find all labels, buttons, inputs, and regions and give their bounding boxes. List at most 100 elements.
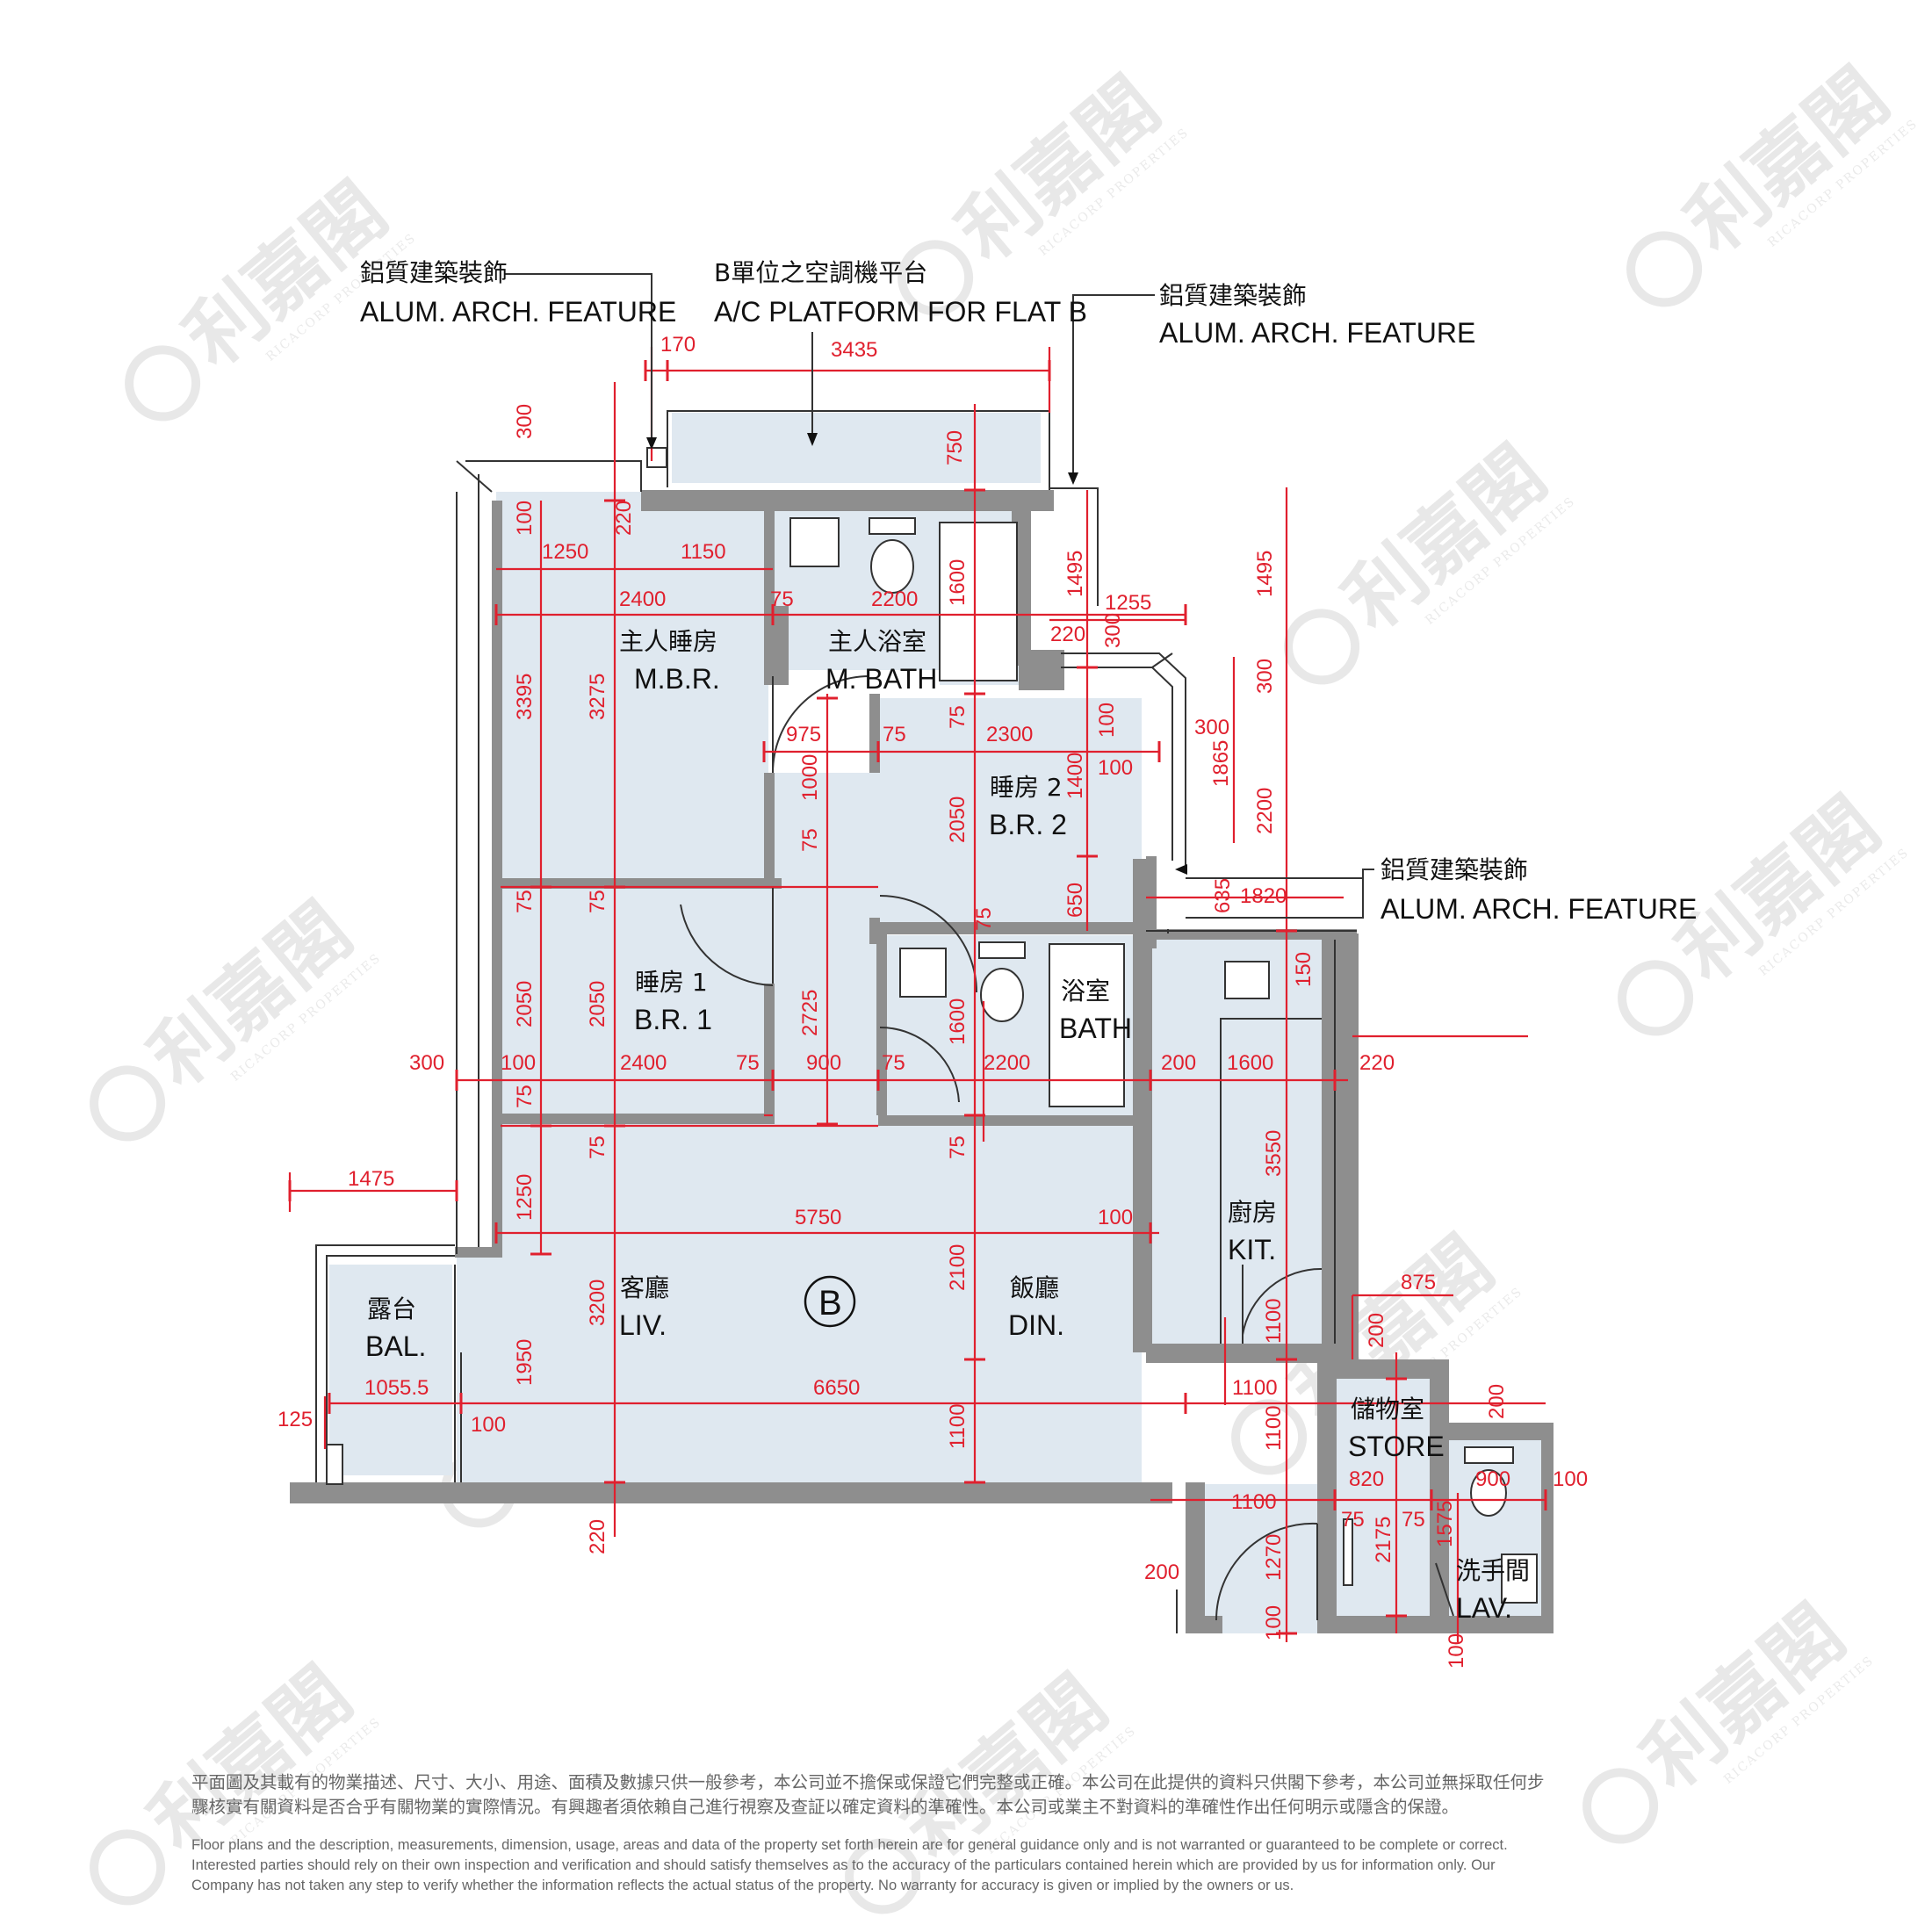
dim-label: 100: [513, 501, 537, 536]
room-lav-cn: 洗手間: [1456, 1556, 1530, 1585]
dim-label: 2050: [946, 797, 970, 843]
entrance-door-swing: [1215, 1522, 1318, 1621]
wall-west-inner: [492, 501, 502, 1256]
room-br2-en: B.R. 2: [989, 809, 1067, 840]
note-alum-en-3: ALUM. ARCH. FEATURE: [1381, 893, 1697, 925]
dim-label: 75: [513, 1085, 537, 1108]
ac-platform-floor: [672, 413, 1041, 483]
wall-entrance-bottom: [1186, 1616, 1222, 1633]
wall-br2-bottom: [878, 922, 1142, 934]
dim-label: 200: [1365, 1313, 1388, 1348]
dim-label: 75: [946, 705, 970, 729]
alum-feature-box: [646, 447, 667, 468]
dim-label: 1600: [1227, 1051, 1273, 1075]
room-liv-en: LIV.: [619, 1309, 667, 1341]
wall-mbath-stub: [764, 606, 789, 685]
mbath-basin: [789, 517, 840, 567]
wall-lav-right: [1541, 1423, 1554, 1633]
dim-label: 635: [1211, 878, 1235, 913]
leader-alum-1: [505, 273, 652, 439]
kitchen-counter: [1220, 1018, 1322, 1344]
wall-br2-corner: [1019, 650, 1064, 690]
notes: 鋁質建築裝飾 ALUM. ARCH. FEATURE B單位之空調機平台 A/C…: [360, 258, 1697, 925]
mbr-floor: [496, 492, 768, 883]
dim-label: 2200: [1253, 788, 1277, 834]
dim-label: 100: [1262, 1605, 1286, 1640]
disclaimer-cn-line-2: 驟核實有關資料是否合乎有關物業的實際情況。有興趣者須依賴自己進行視察及查証以確定…: [191, 1797, 1460, 1817]
dim-label: 75: [946, 1135, 970, 1159]
dim-label: 75: [586, 1135, 609, 1159]
dim-label: 2400: [619, 588, 666, 611]
store-shelf: [1343, 1518, 1353, 1586]
dim-label: 300: [1253, 659, 1277, 694]
dim-label: 220: [1359, 1051, 1395, 1075]
dim-label: 75: [1402, 1508, 1425, 1532]
dim-label: 1150: [681, 540, 726, 564]
br1-floor: [496, 883, 768, 1121]
facade-br2-inner: [1061, 667, 1173, 861]
dim-label: 75: [586, 890, 609, 913]
dim-label: 150: [1292, 952, 1316, 987]
dim-label: 5750: [795, 1206, 841, 1229]
dim-label: 1495: [1063, 551, 1087, 597]
watermark: 利嘉閣 RICACORP PROPERTIES: [90, 885, 384, 1142]
dimension-ticks: [288, 360, 1547, 1635]
alum-feature-east: [1049, 487, 1099, 606]
dim-label: 200: [1144, 1561, 1179, 1584]
wall-kitchen-bottom: [1146, 1344, 1339, 1363]
dim-label: 1270: [1262, 1534, 1286, 1581]
disclaimer-en-line-3: Company has not taken any step to verify…: [191, 1878, 1294, 1893]
note-alum-en-2: ALUM. ARCH. FEATURE: [1159, 317, 1475, 349]
watermark: 利嘉閣 RICACORP PROPERTIES: [1284, 429, 1578, 685]
mbath-wc: [870, 539, 914, 594]
lav-wc: [1470, 1469, 1507, 1517]
dim-label: 100: [1098, 756, 1133, 780]
bath-wc-tank: [978, 941, 1026, 959]
leader-alum-2-arrow: [1068, 472, 1078, 485]
wall-lav-top: [1430, 1423, 1553, 1440]
dim-label: 220: [612, 501, 636, 536]
dim-label: 75: [1341, 1508, 1365, 1532]
room-br2-cn: 睡房 2: [990, 773, 1063, 802]
dim-label: 75: [513, 890, 537, 913]
doors: [680, 675, 1323, 1621]
note-alum-en-1: ALUM. ARCH. FEATURE: [360, 296, 676, 328]
room-mbath-en: M. BATH: [825, 663, 937, 695]
dim-label: 75: [882, 1051, 905, 1075]
room-bath-cn: 浴室: [1061, 977, 1110, 1006]
dim-label: 1100: [1232, 1376, 1278, 1400]
mbath-shower-tray: [939, 522, 1018, 681]
dim-label: 75: [972, 907, 996, 931]
wall-bath-left: [876, 931, 887, 1115]
dim-label: 1575: [1433, 1501, 1457, 1547]
note-alum-cn-3: 鋁質建築裝飾: [1381, 855, 1528, 884]
dim-label: 125: [278, 1408, 313, 1431]
dim-label: 1600: [946, 559, 970, 606]
wall-bath-bottom: [878, 1115, 1133, 1126]
wall-bath-right: [1146, 856, 1157, 948]
leader-alum-3: [1186, 869, 1374, 919]
dim-label: 750: [943, 430, 967, 465]
wall-south: [290, 1482, 1172, 1503]
bath-door-swing: [879, 1026, 960, 1103]
flat-label-circle: [804, 1275, 856, 1328]
note-alum-cn-1: 鋁質建築裝飾: [360, 258, 508, 287]
dim-label: 1820: [1240, 884, 1287, 908]
dim-label: 75: [736, 1051, 760, 1075]
room-br1-en: B.R. 1: [634, 1004, 712, 1035]
dim-label: 2200: [984, 1051, 1030, 1075]
room-lav-en: LAV.: [1456, 1592, 1512, 1624]
dim-label: 1400: [1063, 753, 1087, 799]
dim-label: 3550: [1262, 1130, 1286, 1177]
lav-wc-tank: [1464, 1446, 1514, 1464]
room-kit-cn: 廚房: [1228, 1198, 1277, 1227]
dim-label: 2400: [620, 1051, 667, 1075]
dim-label: 1600: [946, 998, 970, 1045]
outlines: [315, 410, 1357, 1633]
wall-br1-bottom: [492, 1114, 775, 1124]
dim-label: 100: [1445, 1633, 1468, 1669]
dim-label: 3395: [513, 674, 537, 720]
room-mbr-cn: 主人睡房: [619, 627, 717, 656]
leader-alum-2: [1072, 294, 1155, 474]
